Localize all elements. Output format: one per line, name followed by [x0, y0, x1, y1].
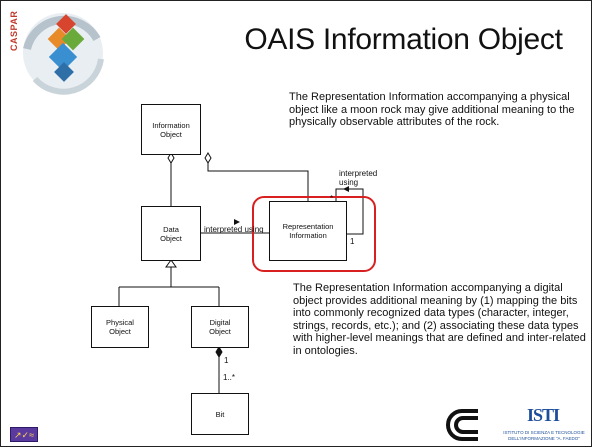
- interpreted-using-self-label-2: using: [339, 178, 359, 187]
- page-title: OAIS Information Object: [244, 23, 563, 56]
- representation-information-highlight: [252, 196, 376, 272]
- cnr-logo-graphic: [446, 409, 478, 441]
- multiplicity-one-right: 1: [350, 237, 355, 246]
- representation-information-label-1: Representation: [282, 222, 334, 231]
- digital-object-label-1: Digital: [209, 318, 231, 327]
- multiplicity-star: *: [330, 194, 334, 203]
- representation-information-label-2: Information: [289, 231, 327, 240]
- interpreted-using-self-label-1: interpreted: [339, 169, 378, 178]
- data-object-label-2: Object: [160, 233, 182, 243]
- footer-badge: ↗✓≈: [10, 427, 38, 442]
- physical-object-label-2: Object: [109, 327, 131, 336]
- paragraph-digital-object: The Representation Information accompany…: [293, 282, 586, 357]
- information-object-label-2: Object: [160, 129, 182, 139]
- multiplicity-one-to-many: 1..*: [223, 373, 236, 382]
- isti-logo-mark: ISTI: [526, 405, 560, 425]
- cnr-logo: [444, 405, 484, 445]
- isti-logo: ISTI ISTITUTO DI SCIENZA E TECNOLOGIE DE…: [497, 405, 591, 445]
- isti-caption-1: ISTITUTO DI SCIENZA E TECNOLOGIE: [503, 430, 585, 435]
- isti-caption-2: DELL'INFORMAZIONE "A. FAEDO": [508, 436, 580, 441]
- caspar-logo-graphic: [23, 13, 104, 95]
- digital-object-label-2: Object: [209, 327, 231, 336]
- multiplicity-one-digital: 1: [224, 356, 229, 365]
- information-object-label-1: Information: [152, 120, 190, 130]
- interpreted-using-edge-label: interpreted using: [204, 225, 264, 234]
- caspar-logo: CASPAR: [9, 9, 110, 99]
- footer-badge-icons: ↗✓≈: [13, 429, 35, 440]
- data-object-label-1: Data: [163, 224, 179, 234]
- bit-label: Bit: [215, 409, 225, 419]
- bit-box: Bit: [191, 393, 249, 435]
- physical-object-label-1: Physical: [106, 318, 134, 327]
- paragraph-physical-object: The Representation Information accompany…: [289, 91, 575, 129]
